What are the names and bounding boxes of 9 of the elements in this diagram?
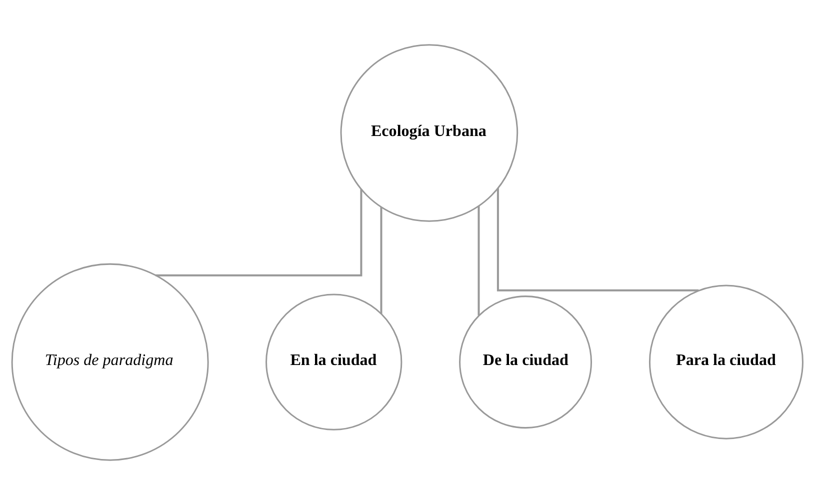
connector: [478, 205, 480, 315]
node-circle: De la ciudad: [459, 295, 592, 428]
connector: [380, 206, 382, 314]
node-circle: Tipos de paradigma: [11, 262, 209, 460]
node-circle: En la ciudad: [266, 293, 402, 430]
node-circle: Ecología Urbana: [340, 44, 518, 222]
connector: [156, 188, 362, 276]
node-circle: Para la ciudad: [648, 284, 804, 439]
connector: [496, 188, 699, 291]
